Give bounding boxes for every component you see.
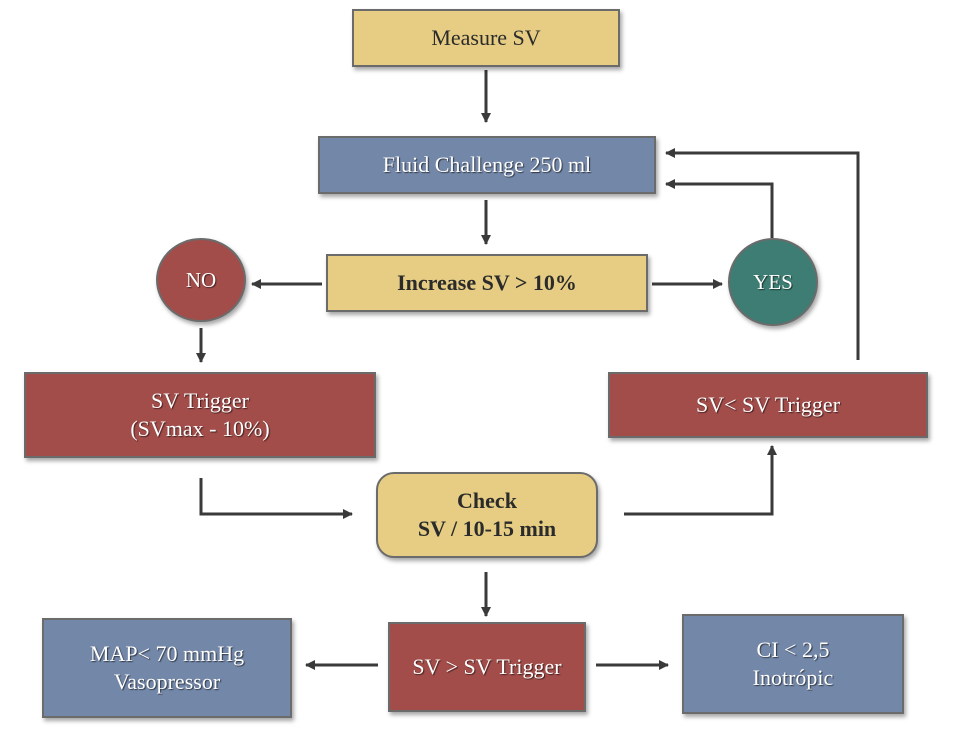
yes-label: YES: [753, 270, 793, 294]
fluid-challenge-box: Fluid Challenge 250 ml: [318, 136, 656, 194]
measure-sv-label: Measure SV: [431, 25, 541, 50]
sv-greater-trigger-box: SV > SV Trigger: [388, 622, 586, 712]
sv-less-trigger-label: SV< SV Trigger: [695, 392, 841, 417]
map-vasopressor-box: MAP< 70 mmHg Vasopressor: [42, 618, 292, 718]
increase-sv-label: Increase SV > 10%: [397, 270, 577, 295]
sv-less-trigger-box: SV< SV Trigger: [608, 372, 928, 438]
no-label: NO: [185, 268, 217, 292]
sv-trigger-box: SV Trigger (SVmax - 10%): [24, 372, 376, 458]
ci-line2: Inotrópic: [752, 665, 834, 690]
no-circle: NO: [156, 238, 246, 322]
sv-trigger-line1: SV Trigger: [150, 388, 250, 413]
ci-inotropic-box: CI < 2,5 Inotrópic: [682, 614, 904, 714]
ci-line1: CI < 2,5: [756, 637, 830, 662]
map-line1: MAP< 70 mmHg: [89, 641, 245, 666]
check-box: Check SV / 10-15 min: [376, 472, 598, 558]
increase-sv-box: Increase SV > 10%: [326, 254, 648, 312]
arrow-sv-less-to-fluid: [665, 148, 860, 360]
sv-greater-trigger-label: SV > SV Trigger: [412, 654, 562, 679]
arrow-check-to-sv-less: [624, 445, 777, 516]
measure-sv-box: Measure SV: [352, 9, 620, 67]
map-line2: Vasopressor: [113, 669, 221, 694]
check-line1: Check: [457, 488, 517, 513]
check-line2: SV / 10-15 min: [417, 516, 557, 541]
arrow-sv-trigger-to-check: [199, 478, 353, 519]
fluid-challenge-label: Fluid Challenge 250 ml: [382, 152, 592, 177]
sv-trigger-line2: (SVmax - 10%): [130, 416, 270, 441]
yes-circle: YES: [728, 238, 818, 326]
arrow-yes-to-fluid: [665, 179, 774, 238]
